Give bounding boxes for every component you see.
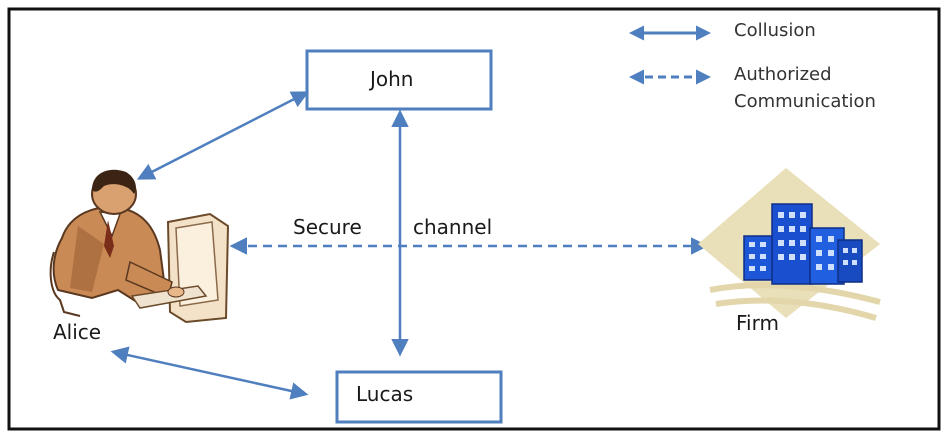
legend-authorized-label-line2: Communication — [734, 91, 876, 112]
lucas-label: Lucas — [356, 382, 414, 406]
businessman-at-computer-icon — [49, 169, 230, 324]
john-box — [305, 49, 493, 111]
legend-collusion-label: Collusion — [734, 20, 816, 41]
lucas-box — [335, 370, 503, 424]
alice-lucas-collusion-arrow — [110, 346, 309, 400]
alice-john-collusion-arrow — [136, 91, 310, 180]
legend-authorized-label-line1: Authorized — [734, 64, 832, 85]
office-building-icon — [698, 168, 881, 321]
john-label: John — [370, 67, 414, 91]
channel-label: channel — [413, 215, 493, 239]
firm-label: Firm — [736, 311, 779, 335]
secure-label: Secure — [293, 215, 362, 239]
alice-label: Alice — [53, 320, 102, 344]
